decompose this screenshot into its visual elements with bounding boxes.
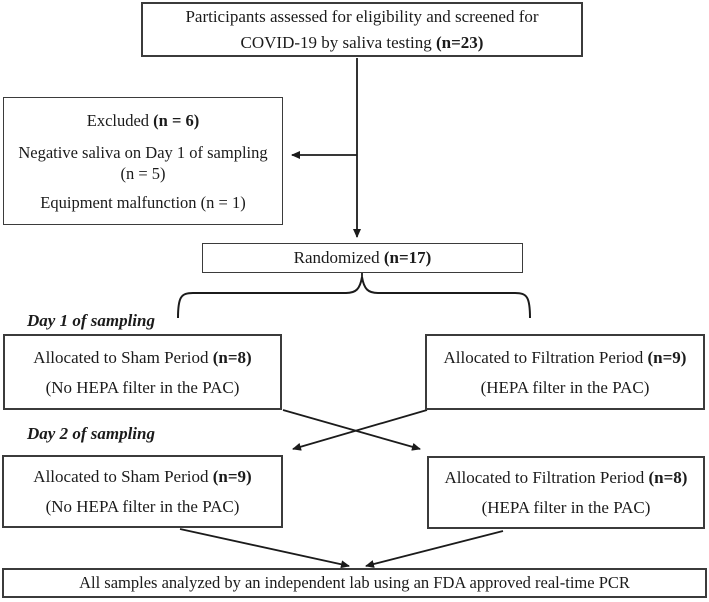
day2-filtration-n: (n=8) [648, 468, 688, 487]
day1-filtration-box: Allocated to Filtration Period (n=9) (HE… [425, 334, 705, 410]
arrow-filtration-to-sham [292, 409, 428, 451]
excluded-n: (n = 6) [153, 110, 200, 130]
day1-sham-line2: (No HEPA filter in the PAC) [45, 377, 240, 397]
arrow-sham-to-filtration [282, 409, 421, 451]
day1-filtration-line1: Allocated to Filtration Period (n=9) [444, 347, 687, 368]
excluded-box: Excluded (n = 6) Negative saliva on Day … [3, 97, 283, 225]
day1-sham-n: (n=8) [212, 347, 252, 367]
day1-sham-line1: Allocated to Sham Period (n=8) [33, 347, 251, 368]
arrow-day2-sham-to-lab [179, 528, 350, 569]
day2-sham-text: Allocated to Sham Period [33, 467, 209, 486]
excluded-title-text: Excluded [86, 110, 150, 130]
randomized-text: Randomized [293, 248, 380, 267]
eligibility-n: (n=23) [436, 32, 484, 52]
day1-label: Day 1 of sampling [27, 311, 155, 330]
randomized-box: Randomized (n=17) [202, 243, 523, 273]
day2-sham-line2: (No HEPA filter in the PAC) [45, 497, 240, 516]
day2-filtration-box: Allocated to Filtration Period (n=8) (HE… [427, 456, 705, 529]
day2-filtration-line2: (HEPA filter in the PAC) [481, 498, 651, 517]
arrow-day2-filtration-to-lab [365, 530, 504, 568]
day1-filtration-text: Allocated to Filtration Period [443, 347, 644, 367]
excluded-reason2: Equipment malfunction (n = 1) [40, 192, 246, 212]
day2-sham-n: (n=9) [212, 467, 252, 486]
excluded-content: Excluded (n = 6) Negative saliva on Day … [18, 110, 267, 213]
excluded-reason1: Negative saliva on Day 1 of sampling [18, 142, 268, 162]
day2-filtration-line1: Allocated to Filtration Period (n=8) [445, 467, 688, 488]
brace-randomized-split [177, 276, 531, 319]
day1-filtration-line2: (HEPA filter in the PAC) [480, 377, 650, 397]
lab-analysis-box: All samples analyzed by an independent l… [2, 568, 707, 598]
day1-sham-box: Allocated to Sham Period (n=8) (No HEPA … [3, 334, 282, 410]
eligibility-line1: Participants assessed for eligibility an… [185, 6, 539, 26]
eligibility-line2: COVID-19 by saliva testing (n=23) [241, 30, 484, 56]
randomized-label: Randomized (n=17) [294, 245, 432, 271]
day2-sham-box: Allocated to Sham Period (n=9) (No HEPA … [2, 455, 283, 528]
day1-sham-text: Allocated to Sham Period [33, 347, 209, 367]
randomized-n: (n=17) [383, 248, 432, 267]
day2-label: Day 2 of sampling [27, 424, 155, 443]
excluded-reason1-n: (n = 5) [120, 163, 166, 183]
eligibility-line2-text: COVID-19 by saliva testing [240, 32, 432, 52]
excluded-title: Excluded (n = 6) [18, 110, 267, 131]
eligibility-box: Participants assessed for eligibility an… [141, 2, 583, 57]
day2-sham-line1: Allocated to Sham Period (n=9) [33, 466, 251, 487]
day1-filtration-n: (n=9) [647, 347, 687, 367]
lab-analysis-text: All samples analyzed by an independent l… [79, 573, 630, 592]
day2-filtration-text: Allocated to Filtration Period [444, 468, 645, 487]
